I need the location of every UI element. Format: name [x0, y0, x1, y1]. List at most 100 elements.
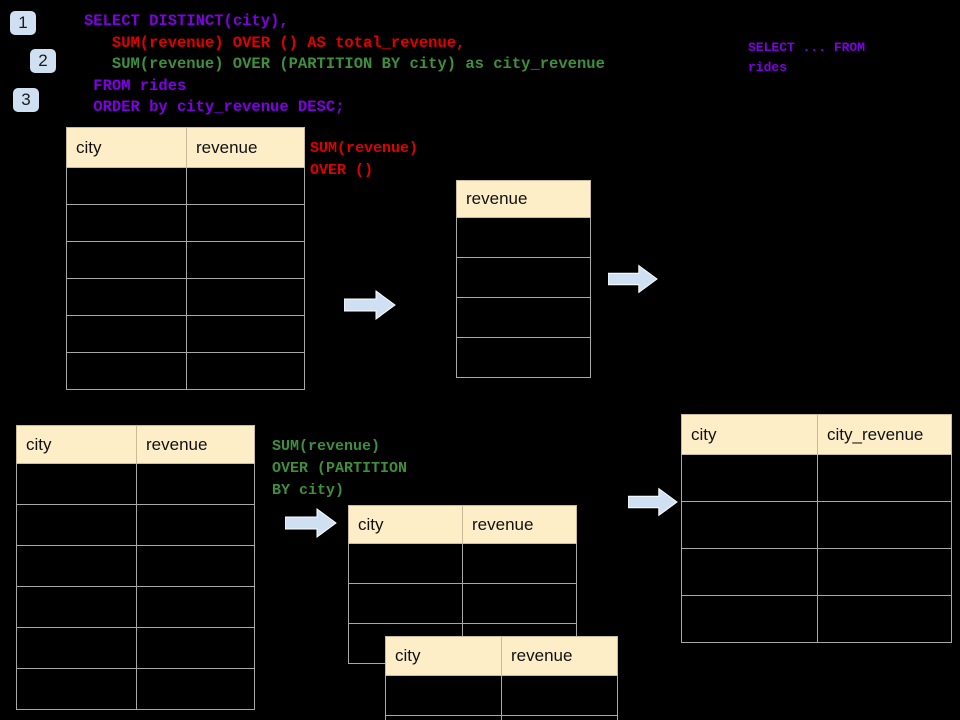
table-row	[681, 501, 952, 549]
table-row	[348, 583, 577, 624]
table-cell	[136, 545, 255, 587]
table-cell	[456, 257, 591, 298]
arrow-right-icon	[343, 290, 396, 320]
sum-over-partition-note: SUM(revenue) OVER (PARTITION BY city)	[272, 438, 408, 499]
table-row	[66, 278, 305, 316]
sql-line-5: ORDER by city_revenue DESC;	[93, 98, 345, 116]
column-header: city	[348, 505, 463, 544]
column-header: city	[16, 425, 137, 464]
table-cell	[186, 315, 305, 353]
table-cell	[186, 204, 305, 242]
table-cell	[681, 548, 818, 596]
table-row	[16, 463, 255, 505]
column-header: city_revenue	[817, 414, 952, 455]
table-row	[456, 297, 591, 338]
table-row	[348, 543, 577, 584]
table-row	[16, 627, 255, 669]
table-row	[456, 217, 591, 258]
table-row	[16, 504, 255, 546]
table-cell	[385, 715, 502, 720]
table-cell	[136, 463, 255, 505]
select-from-rides-note: SELECT ... FROM rides	[748, 40, 866, 75]
column-header: city	[385, 636, 502, 676]
table-cell	[456, 217, 591, 258]
table-cell	[348, 543, 463, 584]
table-row	[66, 204, 305, 242]
step-badge-3: 3	[13, 88, 39, 112]
arrow-right-icon	[284, 508, 337, 538]
column-header: revenue	[186, 127, 305, 168]
table-row	[66, 315, 305, 353]
table-cell	[66, 241, 187, 279]
column-header: revenue	[501, 636, 618, 676]
sql-line-1: SELECT DISTINCT(city),	[84, 12, 289, 30]
table-cell	[817, 548, 952, 596]
table-row	[66, 241, 305, 279]
table-cell	[817, 501, 952, 549]
table-cell	[16, 545, 137, 587]
sql-line-2: SUM(revenue) OVER () AS total_revenue,	[111, 33, 466, 52]
table-cell	[681, 454, 818, 502]
table-cell	[186, 241, 305, 279]
table-cell	[186, 278, 305, 316]
table-row	[66, 167, 305, 205]
column-header: city	[681, 414, 818, 455]
table-row	[16, 586, 255, 628]
table-header-row: revenue	[456, 180, 591, 218]
table-cell	[66, 278, 187, 316]
sql-line-4: FROM rides	[93, 76, 187, 95]
table-cell	[501, 715, 618, 720]
table-cell	[16, 586, 137, 628]
table-cell	[817, 595, 952, 643]
table-cell	[186, 167, 305, 205]
table-cell	[16, 463, 137, 505]
table-row	[456, 337, 591, 378]
table-cell	[385, 675, 502, 716]
column-header: revenue	[136, 425, 255, 464]
total-revenue-table: revenue	[456, 180, 591, 378]
table-cell	[462, 583, 577, 624]
table-cell	[136, 627, 255, 669]
table-cell	[66, 315, 187, 353]
table-cell	[681, 501, 818, 549]
table-cell	[501, 675, 618, 716]
table-row	[385, 675, 618, 716]
table-cell	[456, 297, 591, 338]
table-row	[681, 454, 952, 502]
table-row	[456, 257, 591, 298]
arrow-source-to-partition	[284, 508, 337, 538]
table-cell	[348, 583, 463, 624]
table-cell	[186, 352, 305, 390]
table-cell	[681, 595, 818, 643]
table-row	[66, 352, 305, 390]
sql-query-block: SELECT DISTINCT(city), SUM(revenue) OVER …	[84, 11, 605, 119]
arrow-total-to-result	[607, 264, 658, 294]
table-row	[16, 668, 255, 710]
table-row	[385, 715, 618, 720]
table-cell	[16, 504, 137, 546]
sql-line-3: SUM(revenue) OVER (PARTITION BY city) as…	[111, 55, 605, 73]
column-header: revenue	[462, 505, 577, 544]
table-cell	[16, 668, 137, 710]
table-cell	[136, 668, 255, 710]
sum-over-empty-note: SUM(revenue) OVER ()	[310, 140, 419, 179]
column-header: revenue	[456, 180, 591, 218]
table-cell	[136, 504, 255, 546]
step-badge-1: 1	[10, 11, 36, 35]
arrow-right-icon	[627, 487, 678, 517]
table-cell	[462, 543, 577, 584]
arrow-right-icon	[607, 264, 658, 294]
table-cell	[66, 352, 187, 390]
table-cell	[817, 454, 952, 502]
table-cell	[456, 337, 591, 378]
table-cell	[66, 167, 187, 205]
